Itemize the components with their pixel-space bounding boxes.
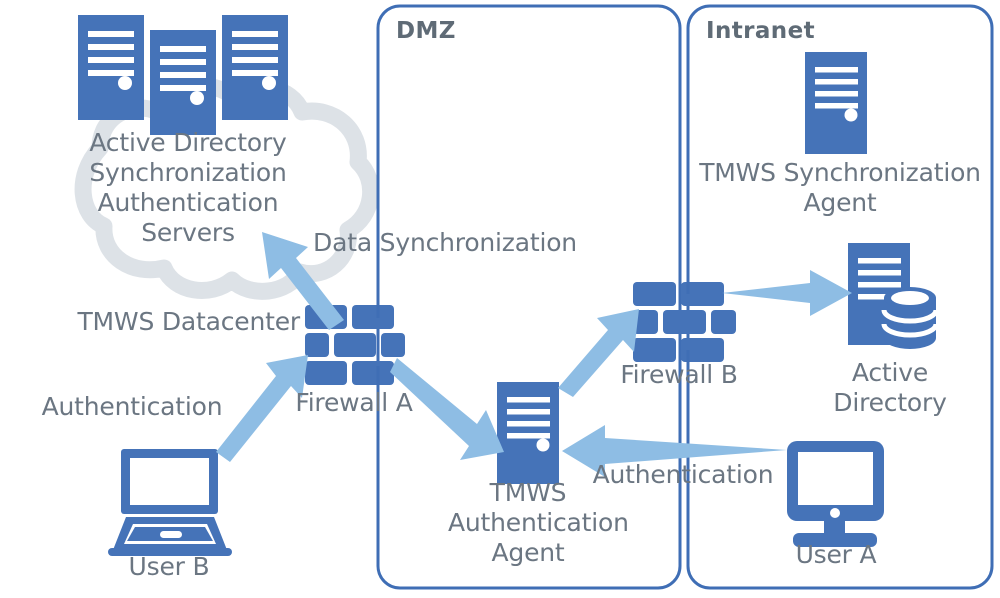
flow-label-authentication-user-b: Authentication [41,392,223,421]
server-icon-cloud-left [78,15,144,120]
zone-title-dmz: DMZ [396,18,456,44]
node-label-active-directory: Active Directory [833,358,947,417]
node-label-user-a: User A [795,540,877,569]
arrow-authentication-user-a [562,425,787,477]
node-label-firewall-b: Firewall B [620,360,738,389]
flow-label-data-synchronization: Data Synchronization [313,228,577,257]
server-icon-cloud-middle [150,30,216,135]
arrow-firewall-a-to-auth-agent [390,358,504,460]
server-icon-tmws-auth-agent [497,382,559,484]
server-icon-tmws-sync-agent [805,52,867,154]
arrow-authentication-user-b [216,355,308,462]
laptop-icon-user-b [108,449,232,556]
node-label-ad-sync-auth-servers: Active Directory Synchronization Authent… [89,128,287,247]
flow-label-authentication-user-a: Authentication [592,460,774,489]
firewall-icon-b [633,282,736,362]
node-label-tmws-datacenter: TMWS Datacenter [77,307,300,336]
node-label-tmws-authentication-agent: TMWS Authentication Agent [448,478,629,567]
node-label-firewall-a: Firewall A [295,388,413,417]
node-label-tmws-synchronization-agent: TMWS Synchronization Agent [699,158,981,217]
arrow-data-synchronization [262,232,344,330]
server-icon-cloud-right [222,15,288,120]
arrow-auth-agent-to-firewall-b [558,309,639,397]
desktop-monitor-icon-user-a [787,441,884,547]
zone-title-intranet: Intranet [706,18,815,44]
arrow-firewall-b-to-active-directory [722,270,852,316]
database-cylinder-icon [881,287,939,349]
server-database-icon-active-directory [848,243,939,349]
node-label-user-b: User B [128,552,210,581]
